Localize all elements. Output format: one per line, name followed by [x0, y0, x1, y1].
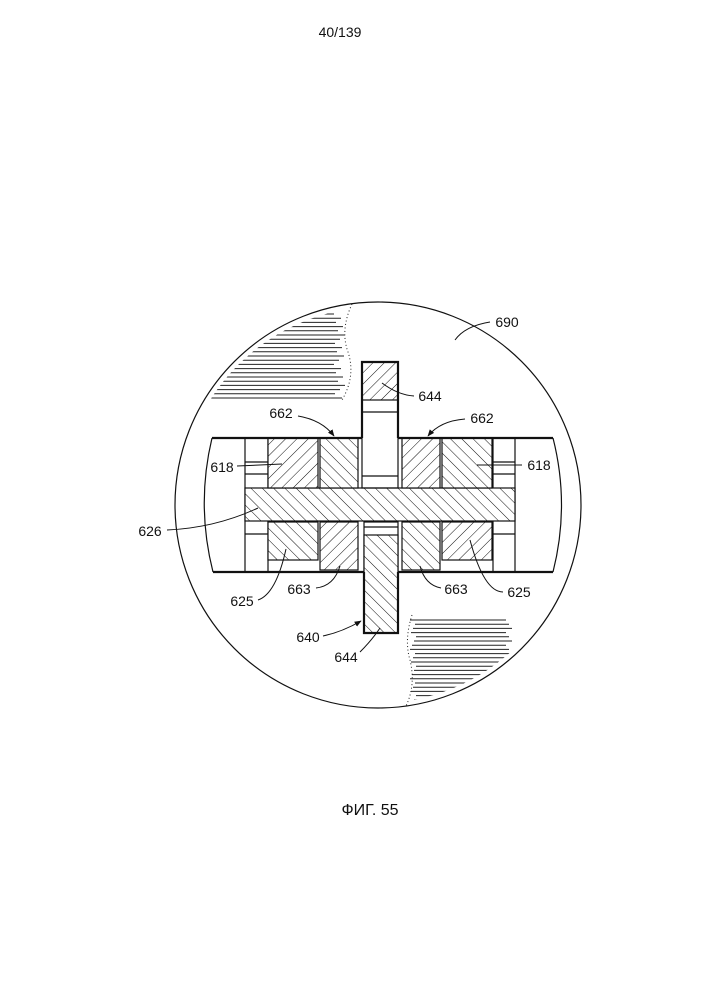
shaft-644-bottom: [364, 522, 398, 633]
label-625-left: 625: [230, 593, 254, 609]
leader-626: [167, 508, 258, 530]
block-625-left: [268, 522, 318, 560]
label-618-right: 618: [527, 457, 551, 473]
shading-boundary-bottom-right: [406, 615, 412, 706]
housing-right-end: [553, 438, 562, 572]
label-626: 626: [138, 523, 162, 539]
figure-caption: ФИГ. 55: [341, 802, 398, 819]
label-618-left: 618: [210, 459, 234, 475]
label-663-left: 663: [287, 581, 311, 597]
shading-bottom-right: [410, 620, 512, 700]
label-663-right: 663: [444, 581, 468, 597]
axle-626: [245, 488, 515, 521]
label-662-left: 662: [269, 405, 293, 421]
sheet-number: 40/139: [319, 24, 362, 40]
block-662-right: [402, 438, 440, 488]
shaft-644-top: [362, 362, 398, 488]
label-662-right: 662: [470, 410, 494, 426]
detail-view: 690 644 662 662 618 618 626 625 663 663 …: [138, 302, 581, 708]
leader-662-right: [428, 419, 465, 436]
label-690: 690: [495, 314, 519, 330]
shaft-top-hatched-end: [362, 362, 398, 400]
block-625-right: [442, 522, 492, 560]
block-618-right: [442, 438, 492, 488]
leader-662-left: [298, 416, 334, 436]
block-662-left: [320, 438, 358, 488]
label-644-top: 644: [418, 388, 442, 404]
block-618-left: [268, 438, 318, 488]
label-625-right: 625: [507, 584, 531, 600]
block-663-right: [402, 522, 440, 570]
shaft-bottom-hatched: [364, 535, 398, 633]
label-644-bottom: 644: [334, 649, 358, 665]
leader-640: [323, 621, 361, 636]
block-663-left: [320, 522, 358, 570]
label-640: 640: [296, 629, 320, 645]
